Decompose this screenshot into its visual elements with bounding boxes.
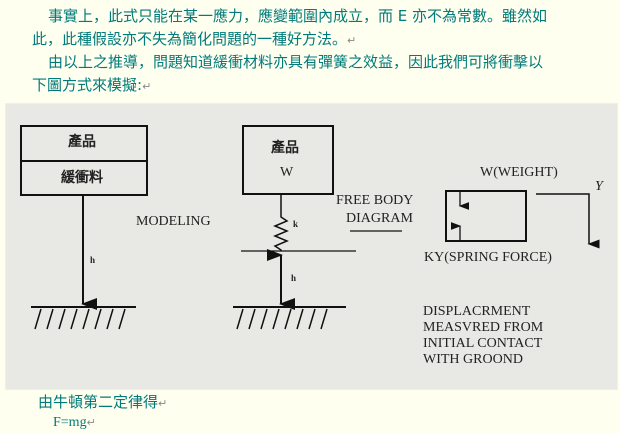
displacement-line-2: MEASVRED FROM [423,320,544,335]
y-label: Y [595,179,603,194]
modeling-figure: 產品 緩衝料 h MODELING 產品 W k h FREE BODY DIA… [5,103,618,390]
displacement-line-3: INITIAL CONTACT [423,336,543,351]
mid-box-w-label: W [280,165,294,180]
displacement-line-4: WITH GROOND [423,352,523,367]
paragraph-2-line-2: 下圖方式來模擬:↵ [32,76,152,94]
newton-law-line: 由牛頓第二定律得↵ [38,393,168,411]
spring-force-label: KY(SPRING FORCE) [424,250,552,265]
free-body-box [445,190,527,242]
mid-box-product-label: 產品 [271,141,299,156]
left-box-cushion-label: 緩衝料 [61,171,103,186]
displacement-line-1: DISPLACRMENT [423,304,531,319]
weight-label: W(WEIGHT) [480,165,558,180]
paragraph-2-line-1: 由以上之推導，問題知道緩衝材料亦具有彈簧之效益，因此我們可將衝擊以 [48,53,544,71]
paragraph-1-line-2: 此，此種假設亦不失為簡化問題的一種好方法。↵ [32,30,357,48]
paragraph-mark-icon: ↵ [86,417,96,429]
formula-line: F=mg↵ [53,415,96,430]
paragraph-mark-icon: ↵ [158,397,168,410]
spring-icon [273,194,289,251]
paragraph-mark-icon: ↵ [142,80,152,93]
diagram-label: DIAGRAM [346,211,413,226]
figure-drawing [20,125,600,330]
modeling-label: MODELING [136,214,211,229]
h-label-left: h [90,255,96,265]
product-mass-box [242,125,334,195]
k-label: k [293,219,299,229]
paragraph-1-line-1: 事實上，此式只能在某一應力，應變範圍內成立，而 E 亦不為常數。雖然如 [48,7,548,25]
y-direction-arrow [536,193,600,249]
free-body-label: FREE BODY [336,193,414,208]
paragraph-mark-icon: ↵ [347,34,357,47]
left-box-product-label: 產品 [68,135,96,150]
h-label-mid: h [291,273,297,283]
